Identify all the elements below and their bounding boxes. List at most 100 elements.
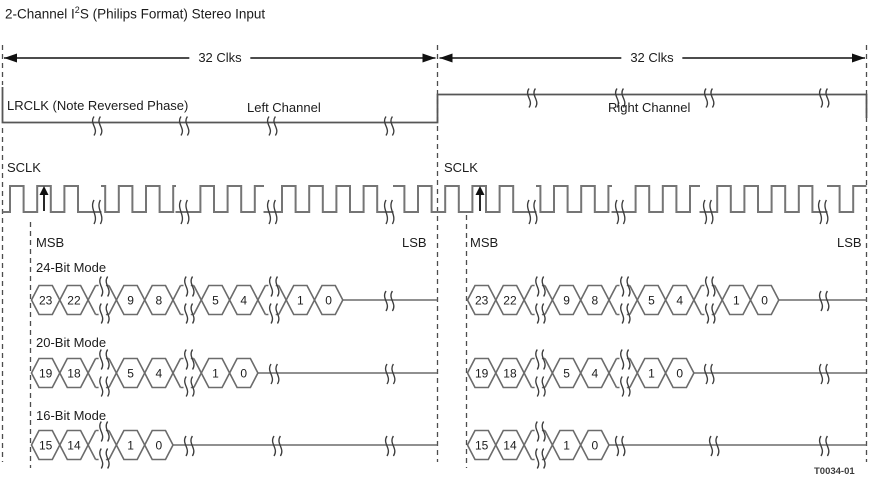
lrclk-break bbox=[178, 116, 184, 136]
data-line-break bbox=[275, 363, 280, 385]
lrclk-break bbox=[703, 88, 709, 108]
data-break-cell bbox=[108, 358, 118, 388]
data-bit-value: 4 bbox=[156, 366, 163, 380]
lsb-label-right: LSB bbox=[837, 235, 862, 250]
sclk-break bbox=[91, 199, 97, 225]
data-break-cell bbox=[172, 285, 182, 315]
data-line-break bbox=[825, 435, 830, 457]
lrclk-break bbox=[266, 116, 272, 136]
data-bit-value: 18 bbox=[503, 366, 517, 380]
lrclk-break bbox=[91, 116, 97, 136]
sclk-break bbox=[273, 199, 278, 225]
data-break bbox=[626, 303, 631, 324]
data-bit-value: 4 bbox=[592, 366, 599, 380]
data-break bbox=[620, 349, 625, 370]
msb-label-left: MSB bbox=[36, 235, 65, 250]
data-bit-value: 1 bbox=[563, 438, 570, 452]
data-bit-value: 5 bbox=[212, 293, 219, 307]
data-bit-value: 0 bbox=[592, 438, 599, 452]
data-line-break bbox=[271, 435, 277, 457]
data-bit-value: 15 bbox=[39, 438, 53, 452]
sample-edge-arrowhead-icon bbox=[39, 186, 49, 195]
data-break bbox=[541, 448, 546, 469]
arrowhead-right-icon bbox=[422, 53, 436, 63]
data-break-cell bbox=[523, 358, 533, 388]
data-break-cell bbox=[544, 285, 554, 315]
data-break bbox=[105, 448, 110, 469]
lsb-label-left: LSB bbox=[402, 235, 427, 250]
arrowhead-left-icon bbox=[439, 53, 453, 63]
sclk-break bbox=[533, 199, 538, 225]
data-break bbox=[190, 303, 195, 324]
data-break bbox=[268, 276, 274, 297]
sclk-break-mask bbox=[700, 183, 712, 215]
data-line-break bbox=[391, 435, 396, 457]
lrclk-break bbox=[818, 88, 824, 108]
left-channel-label: Left Channel bbox=[247, 100, 321, 115]
lrclk-break bbox=[273, 116, 278, 136]
data-bit-value: 15 bbox=[475, 438, 489, 452]
mode-label-20bit: 20-Bit Mode bbox=[36, 335, 107, 350]
data-bit-value: 1 bbox=[297, 293, 304, 307]
data-break-cell bbox=[87, 358, 97, 388]
data-break-cell bbox=[193, 285, 203, 315]
data-break bbox=[105, 303, 110, 324]
data-bit-value: 0 bbox=[156, 438, 163, 452]
sclk-break-mask bbox=[524, 183, 536, 215]
title-text-post: S (Philips Format) Stereo Input bbox=[79, 6, 266, 22]
sclk-waveform bbox=[2, 185, 867, 213]
data-break bbox=[541, 276, 546, 297]
sclk-break bbox=[390, 199, 395, 225]
data-break bbox=[99, 448, 104, 469]
lrclk-break bbox=[710, 88, 715, 108]
data-line-break bbox=[383, 290, 389, 312]
data-break bbox=[190, 376, 195, 397]
data-break bbox=[190, 276, 195, 297]
clk-span-left-label: 32 Clks bbox=[189, 51, 251, 65]
data-break bbox=[541, 421, 546, 442]
data-break bbox=[541, 349, 546, 370]
data-line-break bbox=[818, 290, 824, 312]
data-break bbox=[184, 303, 189, 324]
data-break bbox=[626, 349, 631, 370]
sclk-break-mask bbox=[381, 183, 393, 215]
data-break bbox=[620, 303, 625, 324]
data-bit-value: 22 bbox=[67, 293, 81, 307]
lrclk-break bbox=[526, 88, 532, 108]
sclk-break bbox=[526, 199, 532, 225]
sclk-break bbox=[98, 199, 103, 225]
lrclk-break bbox=[98, 116, 103, 136]
title-text-pre: 2-Channel I bbox=[5, 6, 75, 22]
data-break-cell bbox=[608, 358, 618, 388]
data-line-break bbox=[190, 435, 195, 457]
data-break-cell bbox=[256, 285, 267, 315]
data-bit-value: 1 bbox=[648, 366, 655, 380]
data-break bbox=[99, 376, 104, 397]
data-break bbox=[704, 303, 710, 324]
data-break-cell bbox=[172, 358, 182, 388]
data-bit-value: 4 bbox=[240, 293, 247, 307]
data-bit-value: 9 bbox=[563, 293, 570, 307]
data-bit-value: 0 bbox=[676, 366, 683, 380]
data-break bbox=[99, 303, 104, 324]
sclk-break bbox=[178, 199, 184, 225]
data-break bbox=[275, 276, 280, 297]
data-line-break bbox=[391, 363, 396, 385]
data-line-break bbox=[825, 290, 830, 312]
data-break bbox=[268, 303, 274, 324]
data-line-break bbox=[818, 435, 824, 457]
data-line-break bbox=[384, 363, 390, 385]
data-break-cell bbox=[692, 285, 703, 315]
data-bit-value: 1 bbox=[212, 366, 219, 380]
sclk-break bbox=[383, 199, 389, 225]
sclk-break-mask bbox=[815, 183, 827, 215]
title-superscript: 2 bbox=[74, 5, 80, 15]
sclk-break bbox=[817, 199, 823, 225]
data-bit-value: 0 bbox=[325, 293, 332, 307]
data-bit-value: 23 bbox=[39, 293, 53, 307]
data-break bbox=[626, 276, 631, 297]
data-bit-value: 14 bbox=[503, 438, 517, 452]
data-break-cell bbox=[523, 430, 533, 460]
data-line-break bbox=[268, 363, 274, 385]
lrclk-label: LRCLK (Note Reversed Phase) bbox=[7, 98, 189, 113]
